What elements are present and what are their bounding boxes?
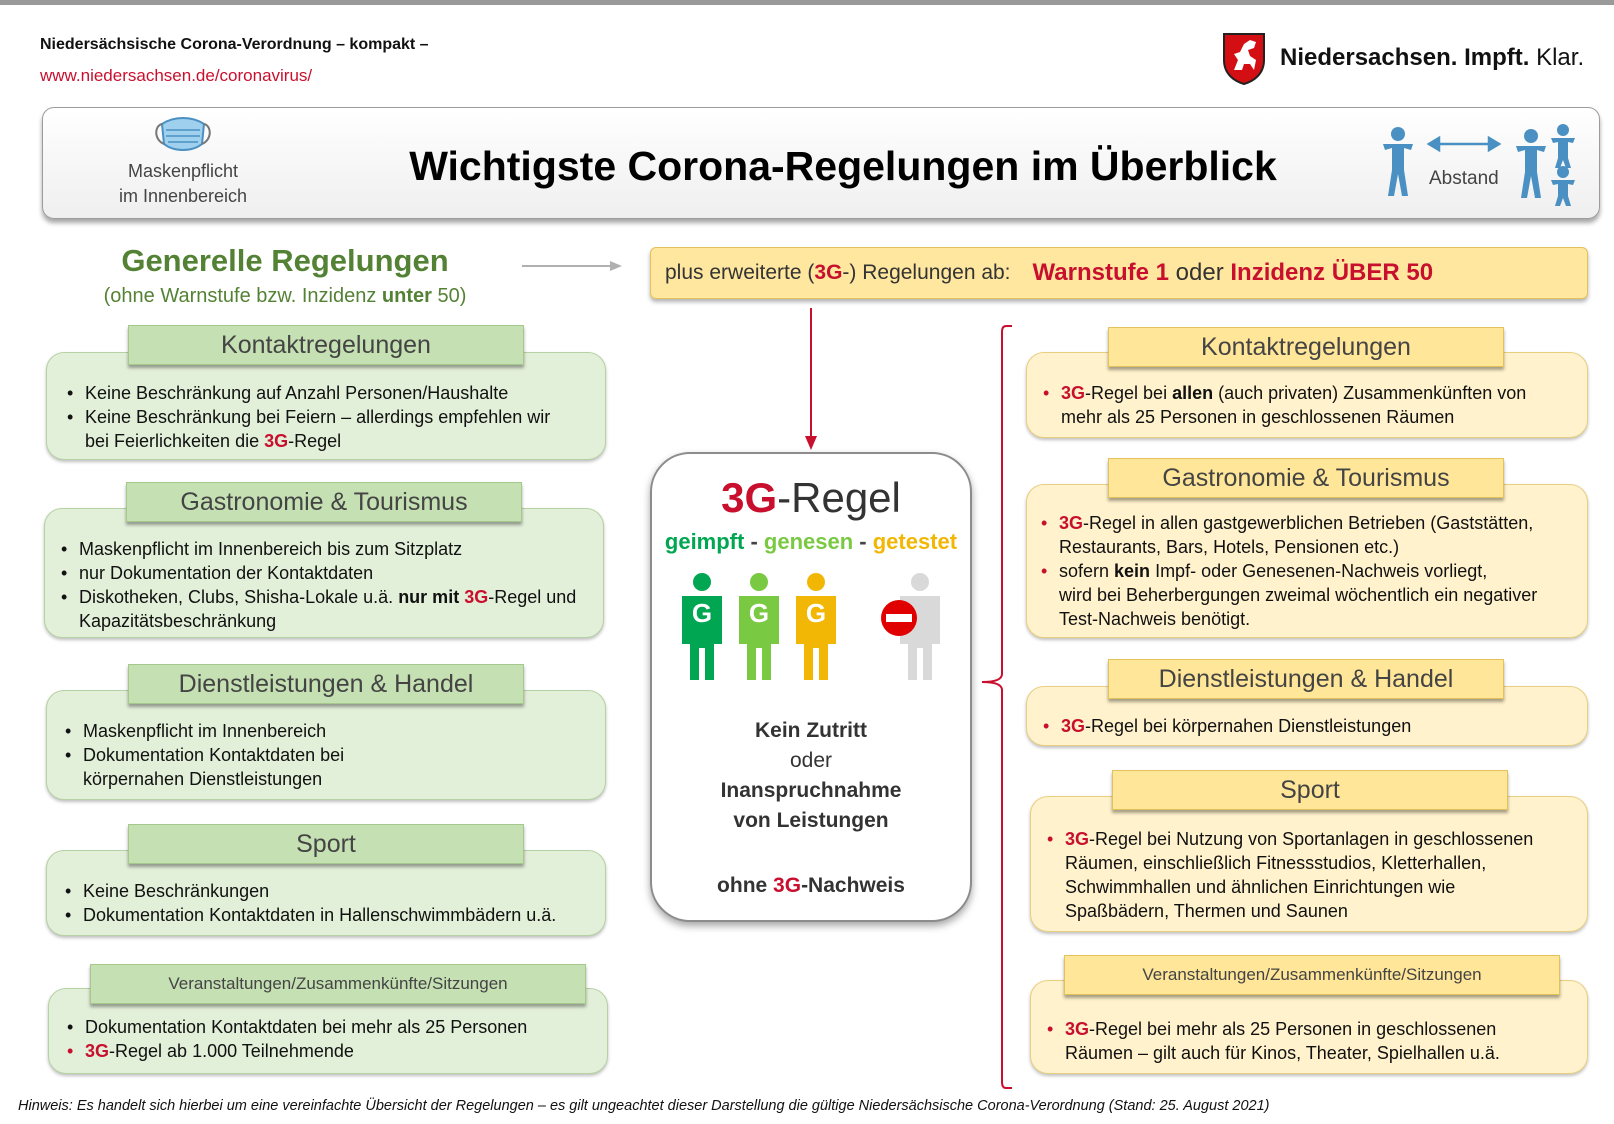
arrow-down-icon xyxy=(805,308,817,450)
left-events-tab: Veranstaltungen/Zusammenkünfte/Sitzungen xyxy=(90,964,586,1004)
left-contact-tab: Kontaktregelungen xyxy=(128,325,524,365)
top-border xyxy=(0,0,1614,5)
list-item: sofern kein Impf- oder Genesenen-Nachwei… xyxy=(1039,559,1587,631)
right-sport-tab: Sport xyxy=(1112,770,1508,810)
general-rules-subtitle: (ohne Warnstufe bzw. Inzidenz unter 50) xyxy=(103,285,467,307)
brand-slogan: Niedersachsen. Impft. Klar. xyxy=(1280,44,1585,71)
page-title: Wichtigste Corona-Regelungen im Überblic… xyxy=(409,143,1277,189)
left-gastro-tab: Gastronomie & Tourismus xyxy=(126,482,522,522)
list-item: Dokumentation Kontaktdaten in Hallenschw… xyxy=(63,903,605,927)
without-proof-text: ohne 3G-Nachweis xyxy=(717,874,905,897)
title-banner: Maskenpflicht im Innenbereich Wichtigste… xyxy=(42,107,1600,219)
list-item: 3G-Regel bei Nutzung von Sportanlagen in… xyxy=(1045,827,1587,923)
list-item: Maskenpflicht im Innenbereich bis zum Si… xyxy=(59,537,603,561)
list-item: 3G-Regel ab 1.000 Teilnehmende xyxy=(65,1039,607,1063)
general-rules-title: Generelle Regelungen xyxy=(121,243,449,278)
mask-requirement: Maskenpflicht im Innenbereich xyxy=(103,114,263,209)
g-letter: G xyxy=(805,598,827,628)
list-item: Maskenpflicht im Innenbereich xyxy=(63,719,605,743)
left-gastro-card: Maskenpflicht im Innenbereich bis zum Si… xyxy=(44,508,604,638)
three-g-subtitle: geimpft - genesen - getestet xyxy=(664,529,958,554)
coronavirus-link[interactable]: www.niedersachsen.de/coronavirus/ xyxy=(40,66,313,85)
left-sport-tab: Sport xyxy=(128,824,524,864)
face-mask-icon xyxy=(155,117,211,151)
list-item: nur Dokumentation der Kontaktdaten xyxy=(59,561,603,585)
right-service-tab: Dienstleistungen & Handel xyxy=(1108,659,1504,699)
list-item: 3G-Regel in allen gastgewerblichen Betri… xyxy=(1039,511,1587,559)
list-item: Keine Beschränkungen xyxy=(63,879,605,903)
distance-requirement: Abstand xyxy=(1373,122,1583,207)
right-gastro-card: 3G-Regel in allen gastgewerblichen Betri… xyxy=(1026,484,1588,638)
list-item: 3G-Regel bei allen (auch privaten) Zusam… xyxy=(1041,381,1587,429)
left-service-tab: Dienstleistungen & Handel xyxy=(128,664,524,704)
right-contact-tab: Kontaktregelungen xyxy=(1108,327,1504,367)
extended-rules-bar: plus erweiterte (3G-) Regelungen ab: War… xyxy=(650,247,1588,299)
footnote: Hinweis: Es handelt sich hierbei um eine… xyxy=(18,1098,1270,1114)
list-item: Dokumentation Kontaktdaten bei mehr als … xyxy=(65,1015,607,1039)
brand-logo: Niedersachsen. Impft. Klar. xyxy=(1220,30,1584,86)
right-gastro-tab: Gastronomie & Tourismus xyxy=(1108,458,1504,498)
left-service-card: Maskenpflicht im Innenbereich Dokumentat… xyxy=(46,690,606,800)
g-letter: G xyxy=(748,598,770,628)
list-item: Diskotheken, Clubs, Shisha-Lokale u.ä. n… xyxy=(59,585,603,633)
lower-saxony-horse-icon xyxy=(1223,33,1265,86)
right-sport-card: 3G-Regel bei Nutzung von Sportanlagen in… xyxy=(1030,796,1588,932)
right-events-tab: Veranstaltungen/Zusammenkünfte/Sitzungen xyxy=(1064,955,1560,995)
list-item: Keine Beschränkung bei Feiern – allerdin… xyxy=(65,405,605,453)
list-item: 3G-Regel bei mehr als 25 Personen in ges… xyxy=(1045,1017,1587,1065)
g-letter: G xyxy=(691,598,713,628)
distance-label: Abstand xyxy=(1429,168,1499,189)
left-contact-card: Keine Beschränkung auf Anzahl Personen/H… xyxy=(46,352,606,460)
three-g-heading: 3G-Regel xyxy=(721,474,901,521)
document-header-title: Niedersächsische Corona-Verordnung – kom… xyxy=(40,36,429,53)
list-item: Keine Beschränkung auf Anzahl Personen/H… xyxy=(65,381,605,405)
list-item: 3G-Regel bei körpernahen Dienstleistunge… xyxy=(1041,714,1587,738)
arrow-right-icon xyxy=(522,261,622,271)
right-events-card: 3G-Regel bei mehr als 25 Personen in ges… xyxy=(1030,980,1588,1074)
list-item: Dokumentation Kontaktdaten beikörpernahe… xyxy=(63,743,605,791)
three-g-rule-card: 3G-Regel geimpft - genesen - getestet G … xyxy=(650,452,972,922)
mask-label: Maskenpflicht im Innenbereich xyxy=(118,161,248,206)
right-brace xyxy=(981,325,1012,1089)
no-access-text: Kein Zutritt oder Inanspruchnahme von Le… xyxy=(720,719,902,832)
three-g-people-icon xyxy=(682,573,940,680)
distance-people-icon xyxy=(1383,124,1575,206)
